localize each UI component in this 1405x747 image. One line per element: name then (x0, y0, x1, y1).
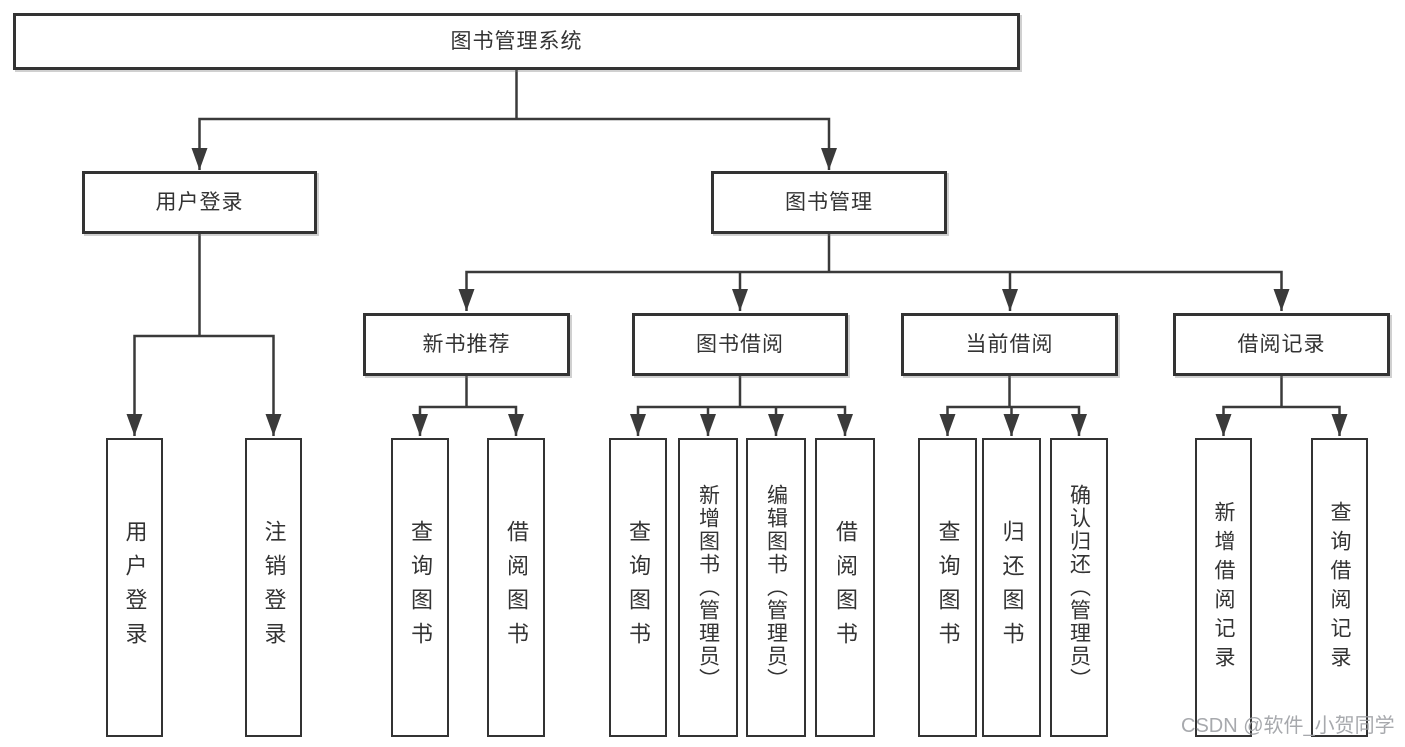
node-label: 确认归还（管理员） (1067, 484, 1091, 691)
node-label: 查询图书 (935, 519, 961, 656)
node-label: 查询借阅记录 (1328, 500, 1351, 675)
node-label: 注销登录 (261, 519, 287, 656)
node-label: 新书推荐 (422, 333, 511, 356)
leaf-add-books-admin: 新增图书（管理员） (678, 438, 738, 737)
leaf-add-borrow-record: 新增借阅记录 (1195, 438, 1252, 737)
node-label: 图书管理系统 (450, 30, 583, 53)
leaf-query-books-2: 查询图书 (609, 438, 667, 737)
leaf-user-login: 用户登录 (106, 438, 163, 737)
node-user-login: 用户登录 (82, 171, 317, 234)
node-book-borrow: 图书借阅 (632, 313, 848, 376)
node-label: 编辑图书（管理员） (764, 484, 788, 691)
node-label: 当前借阅 (965, 333, 1054, 356)
node-label: 查询图书 (626, 519, 651, 656)
leaf-return-books: 归还图书 (982, 438, 1041, 737)
leaf-logout: 注销登录 (245, 438, 302, 737)
node-label: 查询图书 (408, 519, 433, 656)
node-label: 借阅记录 (1237, 333, 1326, 356)
leaf-query-borrow-record: 查询借阅记录 (1311, 438, 1368, 737)
node-label: 借阅图书 (504, 519, 529, 656)
node-label: 新增借阅记录 (1212, 500, 1235, 675)
node-label: 图书管理 (785, 191, 873, 214)
leaf-edit-books-admin: 编辑图书（管理员） (746, 438, 806, 737)
node-borrow-records: 借阅记录 (1173, 313, 1390, 376)
node-current-borrow: 当前借阅 (901, 313, 1118, 376)
node-label: 借阅图书 (833, 519, 858, 656)
node-new-book-recommend: 新书推荐 (363, 313, 570, 376)
leaf-query-books-3: 查询图书 (918, 438, 977, 737)
node-label: 图书借阅 (696, 333, 784, 356)
leaf-confirm-return-admin: 确认归还（管理员） (1050, 438, 1108, 737)
node-label: 归还图书 (999, 519, 1025, 656)
node-label: 用户登录 (155, 191, 244, 214)
watermark: CSDN @软件_小贺同学 (1181, 715, 1395, 737)
leaf-borrow-books-1: 借阅图书 (487, 438, 545, 737)
node-book-management: 图书管理 (711, 171, 947, 234)
node-label: 用户登录 (122, 519, 148, 656)
node-label: 新增图书（管理员） (696, 484, 720, 691)
node-root-library-system: 图书管理系统 (13, 13, 1020, 70)
leaf-query-books-1: 查询图书 (391, 438, 449, 737)
leaf-borrow-books-2: 借阅图书 (815, 438, 875, 737)
